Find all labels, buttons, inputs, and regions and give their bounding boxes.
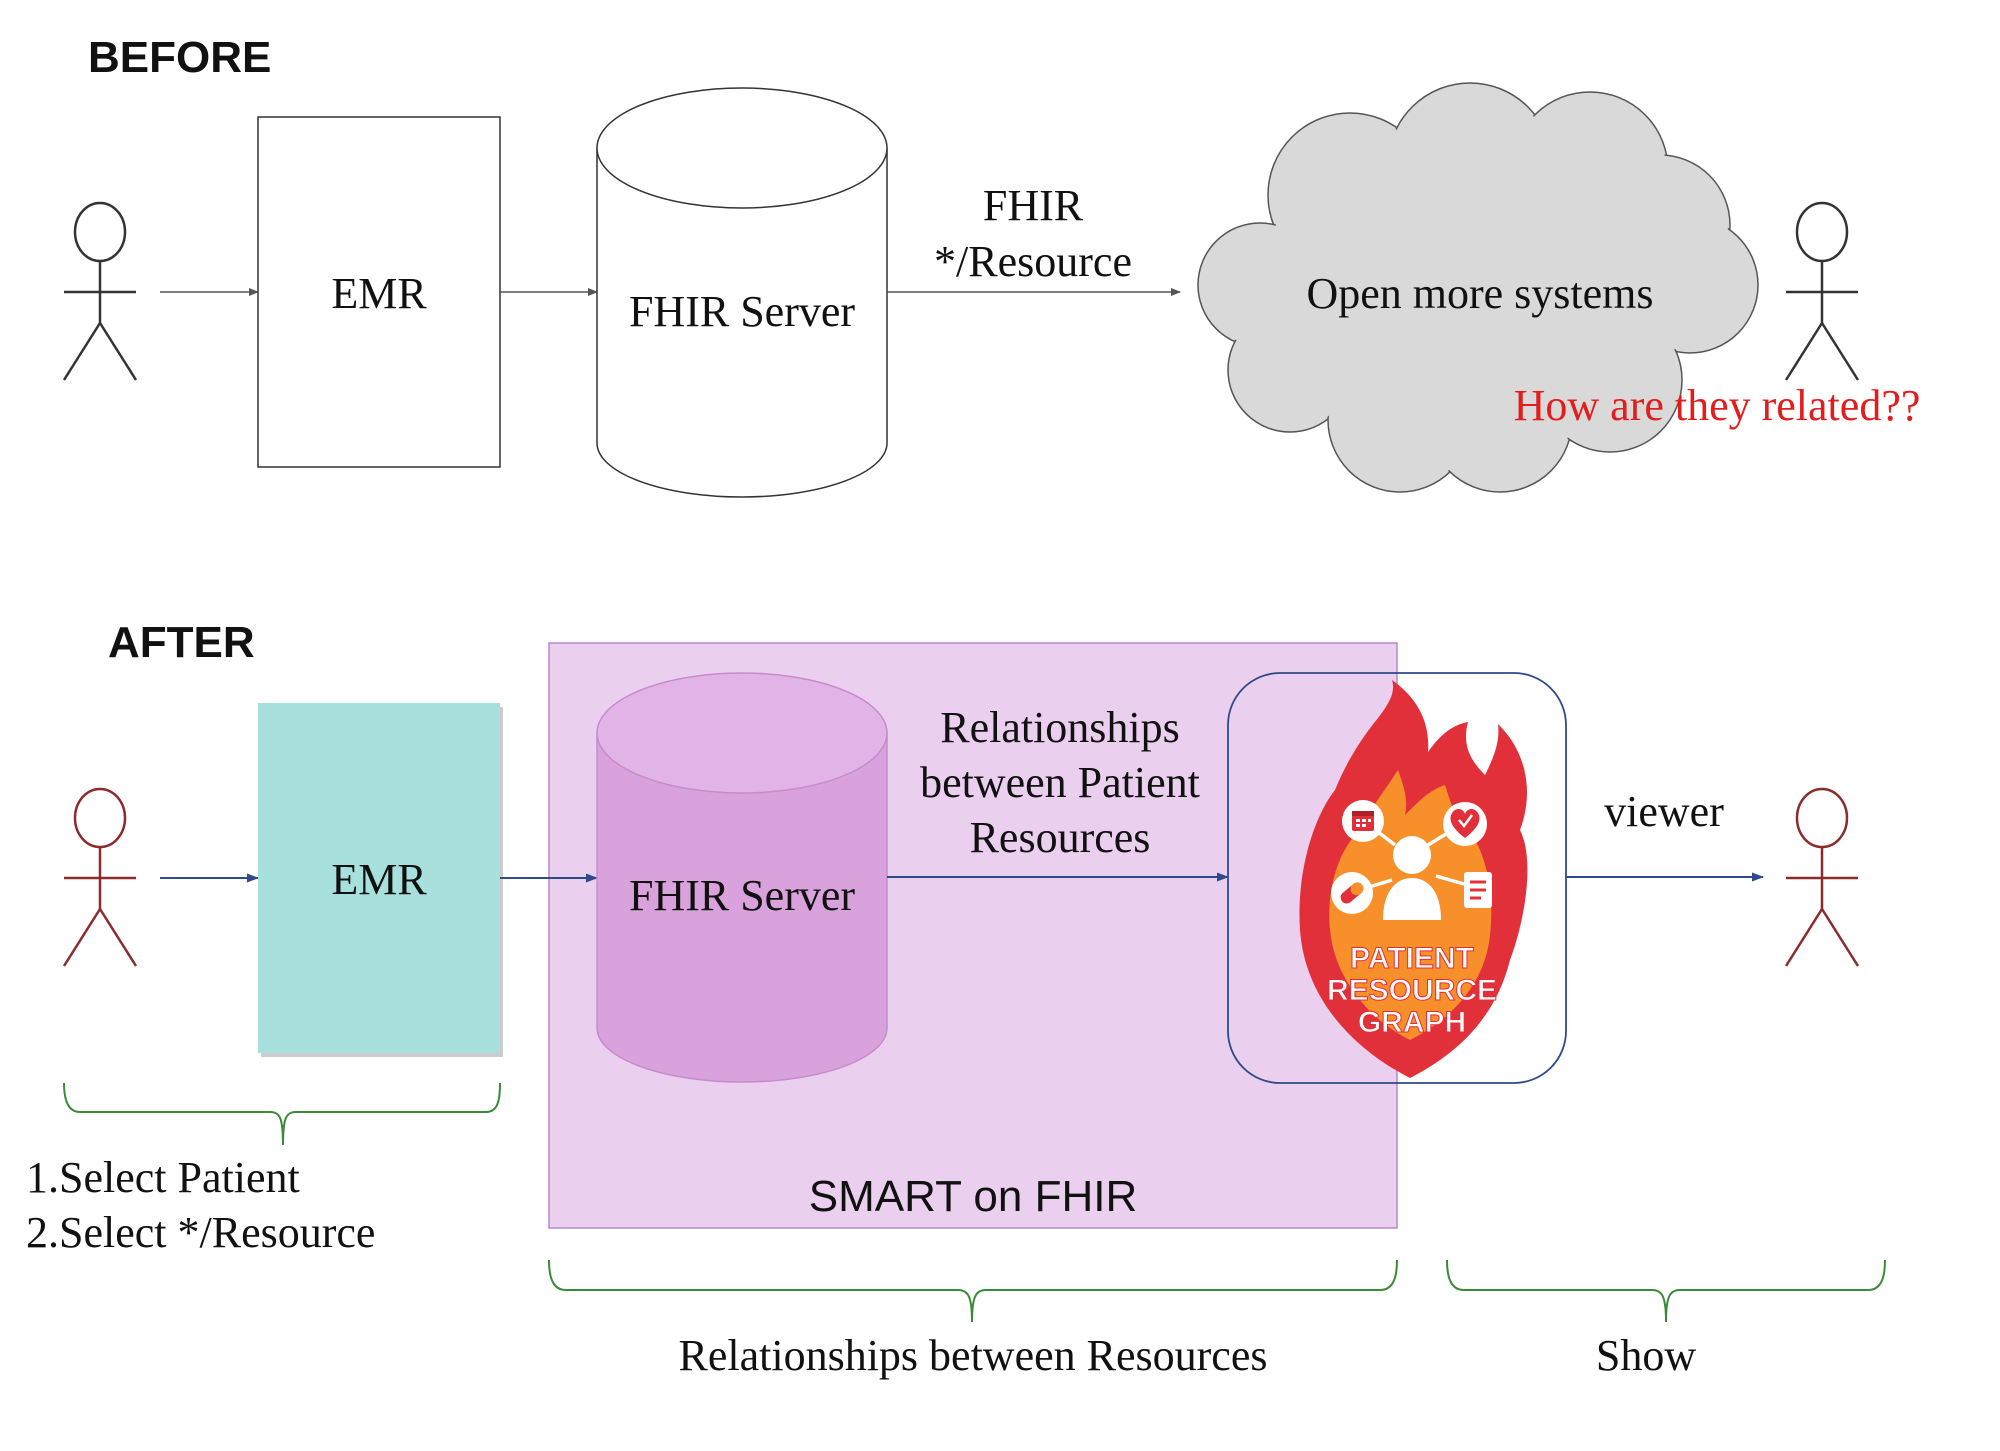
logo-text-line3: GRAPH [1358, 1006, 1466, 1039]
logo-text-line1: PATIENT [1350, 942, 1474, 975]
cloud-fill [1200, 85, 1756, 490]
after-emr-label: EMR [331, 855, 427, 904]
cloud-label: Open more systems [1306, 269, 1653, 318]
calendar-icon [1342, 800, 1384, 842]
logo-text-line2: RESOURCE [1327, 974, 1497, 1007]
after-fhir-server-cylinder [596, 672, 888, 1083]
user-icon [1383, 836, 1441, 920]
after-server-label: FHIR Server [629, 871, 855, 920]
before-user-right-icon [1784, 201, 1860, 381]
smart-label: SMART on FHIR [809, 1172, 1137, 1221]
relationship-label-line1: Relationships [940, 703, 1180, 752]
document-icon [1464, 872, 1492, 908]
after-heading: AFTER [108, 618, 255, 667]
before-arrow-label-line1: FHIR [983, 181, 1084, 230]
after-emr-box [258, 703, 500, 1053]
pill-icon [1331, 872, 1373, 914]
step-1-label: 1.Select Patient [26, 1153, 300, 1202]
brace-left [63, 1082, 501, 1146]
step-2-label: 2.Select */Resource [26, 1208, 375, 1257]
viewer-label: viewer [1604, 787, 1724, 836]
relationship-label-line3: Resources [970, 813, 1151, 862]
brace-right [1446, 1259, 1886, 1323]
after-user-right-icon [1784, 787, 1860, 967]
heart-check-icon [1443, 802, 1487, 846]
patient-resource-graph-logo: PATIENT RESOURCE GRAPH [1299, 680, 1528, 1078]
brace-middle [548, 1259, 1398, 1323]
brace-middle-label: Relationships between Resources [679, 1331, 1268, 1380]
before-emr-label: EMR [331, 269, 427, 318]
before-emr-box [257, 116, 501, 468]
question-text: How are they related?? [1514, 381, 1921, 430]
after-user-left-icon [62, 787, 138, 967]
before-user-left-icon [62, 201, 138, 381]
before-fhir-server-cylinder [596, 87, 888, 498]
graph-connectors [1365, 830, 1465, 890]
relationship-label-line2: between Patient [920, 758, 1200, 807]
before-server-label: FHIR Server [629, 287, 855, 336]
before-arrow-label-line2: */Resource [934, 237, 1132, 286]
before-heading: BEFORE [88, 33, 271, 82]
brace-right-label: Show [1596, 1331, 1696, 1380]
